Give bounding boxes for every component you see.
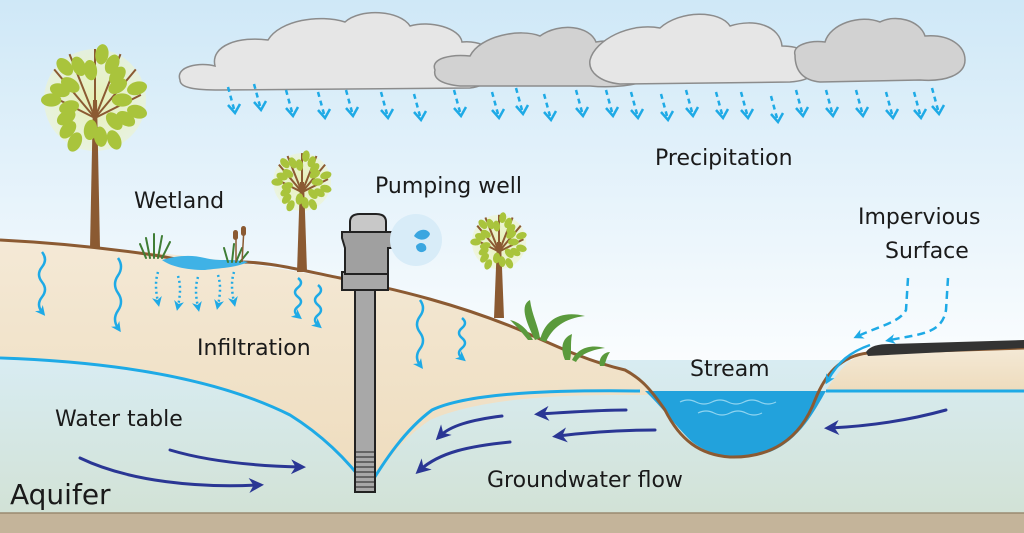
tree-icon (271, 150, 332, 272)
infiltration-arrows (34, 251, 467, 370)
label-water-table: Water table (55, 407, 183, 432)
stream-ripple (697, 410, 763, 416)
raindrop-arrow-icon (316, 91, 332, 121)
trees (41, 44, 527, 318)
right-soil (826, 348, 1024, 390)
flow-arrow-icon (78, 405, 948, 493)
raindrop-arrow-icon (542, 93, 558, 123)
label-aquifer: Aquifer (10, 478, 111, 511)
raindrop-arrow-icon (284, 89, 300, 119)
raindrop-arrow-icon (490, 91, 506, 121)
wetland-pond (162, 255, 248, 270)
label-surface: Surface (885, 239, 969, 264)
cattail-icon (233, 226, 246, 263)
bedrock (0, 513, 1024, 533)
raindrop-arrow-icon (629, 91, 645, 121)
cloud-icon (794, 17, 966, 83)
raindrop-arrow-icon (769, 95, 785, 125)
raindrop-arrow-icon (739, 91, 755, 121)
stream-water (645, 391, 826, 457)
grass-icon (139, 233, 249, 263)
raindrop-arrow-icon (659, 93, 675, 123)
stream-ripple (679, 399, 777, 405)
unsaturated-soil (0, 240, 660, 488)
infiltration-arrow-icon (34, 251, 47, 316)
raindrop-arrow-icon (514, 87, 530, 117)
water-splash-icon (390, 214, 442, 266)
cloud-icon (589, 13, 812, 85)
tree-icon (470, 212, 527, 318)
raindrop-arrow-icon (379, 91, 395, 121)
grass-icon (510, 300, 610, 366)
raindrop-arrow-icon (794, 89, 810, 119)
raindrop-arrow-icon (412, 93, 428, 123)
raindrop-arrow-icon (684, 89, 700, 119)
label-impervious: Impervious (858, 205, 980, 230)
raindrop-arrow-icon (824, 89, 840, 119)
raindrop-arrow-icon (452, 89, 468, 119)
label-infiltration: Infiltration (197, 336, 311, 361)
infiltration-arrow-icon (310, 284, 323, 329)
raindrop-arrow-icon (912, 91, 928, 121)
raindrop-arrow-icon (604, 89, 620, 119)
raindrop-arrow-icon (714, 91, 730, 121)
runoff-arrows (825, 277, 950, 385)
label-stream: Stream (690, 357, 770, 382)
label-groundwater-flow: Groundwater flow (487, 468, 683, 493)
raindrop-arrow-icon (930, 87, 946, 117)
label-wetland: Wetland (134, 189, 224, 214)
impervious-surface (866, 340, 1024, 356)
raindrop-arrow-icon (344, 89, 360, 119)
raindrop-arrow-icon (226, 86, 242, 116)
infiltration-arrow-icon (454, 317, 467, 362)
raindrop-arrow-icon (574, 89, 590, 119)
infiltration-arrow-icon (111, 257, 123, 333)
infiltration-arrow-icon (413, 299, 425, 370)
infiltration-arrow-icon (290, 277, 303, 320)
raindrop-arrow-icon (252, 83, 268, 113)
raindrop-arrow-icon (854, 89, 870, 119)
tree-icon (41, 44, 147, 248)
label-precipitation: Precipitation (655, 146, 793, 171)
precipitation-drops (226, 83, 946, 125)
label-pumping-well: Pumping well (375, 174, 522, 199)
raindrop-arrow-icon (884, 91, 900, 121)
